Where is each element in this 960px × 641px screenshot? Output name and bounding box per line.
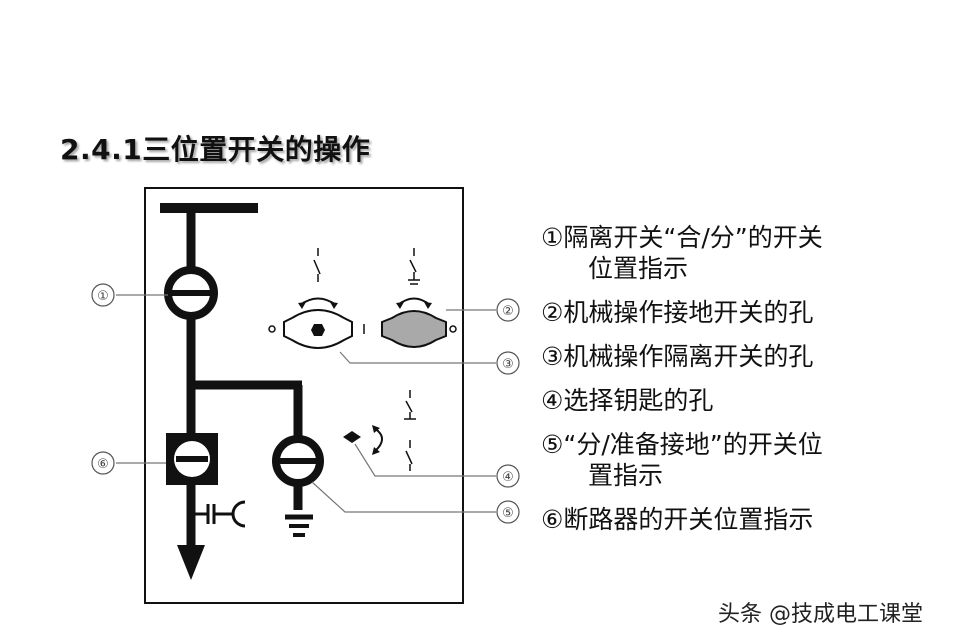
legend-text-cont: 置指示 [588,461,664,490]
legend-list: ①隔离开关“合/分”的开关 位置指示 ②机械操作接地开关的孔 ③机械操作隔离开关… [541,222,901,548]
legend-item: ③机械操作隔离开关的孔 [541,341,901,372]
callout-6: ⑥ [91,451,115,475]
breaker-indicator [166,433,218,485]
watermark: 头条 @技成电工课堂 [718,602,923,627]
legend-text: 机械操作隔离开关的孔 [563,342,814,371]
output-arrow [177,545,205,580]
busbar [160,203,258,213]
callout-2: ② [496,298,520,322]
panel-frame [144,187,464,604]
legend-text: 断路器的开关位置指示 [563,505,814,534]
earthing-operating-hole [381,248,457,348]
callout-5: ⑤ [496,500,520,524]
disconnector-indicator [164,266,218,320]
svg-text:⑤: ⑤ [502,506,514,521]
svg-text:①: ① [97,289,109,304]
legend-item: ②机械操作接地开关的孔 [541,297,901,328]
leader-lines [116,294,496,513]
legend-num: ⑤ [541,430,564,459]
callout-3: ③ [496,351,520,375]
svg-text:⑥: ⑥ [97,457,109,472]
disconnector-operating-hole [268,248,365,349]
callout-1: ① [91,283,115,307]
legend-item: ⑥断路器的开关位置指示 [541,504,901,535]
legend-item: ④选择钥匙的孔 [541,385,901,416]
legend-item: ①隔离开关“合/分”的开关 位置指示 [541,222,901,284]
callout-4: ④ [496,464,520,488]
legend-num: ⑥ [541,505,564,534]
legend-text: “分/准备接地”的开关位 [563,430,823,459]
svg-text:③: ③ [502,357,514,372]
legend-num: ④ [541,386,564,415]
ground-symbol [285,514,313,537]
svg-text:②: ② [502,304,514,319]
capacitor-symbol [195,500,246,528]
key-hole [343,390,416,471]
legend-text: 选择钥匙的孔 [563,386,714,415]
slide-title: 2.4.1三位置开关的操作 [60,133,371,166]
legend-text: 机械操作接地开关的孔 [563,298,814,327]
svg-text:④: ④ [502,470,514,485]
legend-text-cont: 位置指示 [588,254,689,283]
legend-num: ③ [541,342,564,371]
legend-text: 隔离开关“合/分”的开关 [563,223,823,252]
legend-num: ① [541,223,564,252]
legend-num: ② [541,298,564,327]
legend-item: ⑤“分/准备接地”的开关位 置指示 [541,429,901,491]
earth-indicator [272,435,324,487]
